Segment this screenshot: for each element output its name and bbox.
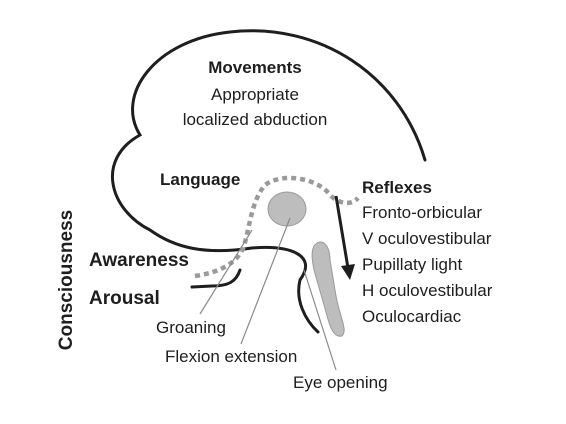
reflex-item: Fronto-orbicular [362, 203, 482, 222]
groaning-label: Groaning [156, 318, 226, 337]
reflex-item: Oculocardiac [362, 307, 462, 326]
brain-outline [111, 29, 427, 253]
leader-groaning [199, 229, 253, 315]
movements-line-1: Appropriate [211, 85, 299, 104]
eye-opening-label: Eye opening [293, 373, 388, 392]
movements-heading: Movements [208, 58, 302, 77]
reflex-item: V oculovestibular [362, 229, 492, 248]
brainstem-outline [250, 245, 320, 334]
movements-line-2: localized abduction [182, 110, 328, 129]
leader-eye-opening [303, 269, 337, 371]
awareness-arousal-boundary [194, 175, 360, 279]
thalamus-shape [267, 191, 307, 227]
arousal-label: Arousal [89, 288, 160, 309]
reflex-item: Pupillaty light [362, 255, 463, 274]
reflex-arrow-shaft [334, 195, 350, 269]
brainstem-nuclei-shape [311, 241, 345, 337]
leader-flexion-extension [240, 217, 291, 345]
consciousness-axis-label: Consciousness [56, 209, 77, 351]
reflexes-heading: Reflexes [362, 178, 432, 197]
language-label: Language [160, 170, 241, 189]
reflex-item: H oculovestibular [362, 281, 493, 300]
arousal-line [190, 268, 242, 289]
reflex-arrow-head [341, 264, 355, 280]
awareness-label: Awareness [89, 250, 189, 271]
flexion-extension-label: Flexion extension [165, 347, 298, 366]
